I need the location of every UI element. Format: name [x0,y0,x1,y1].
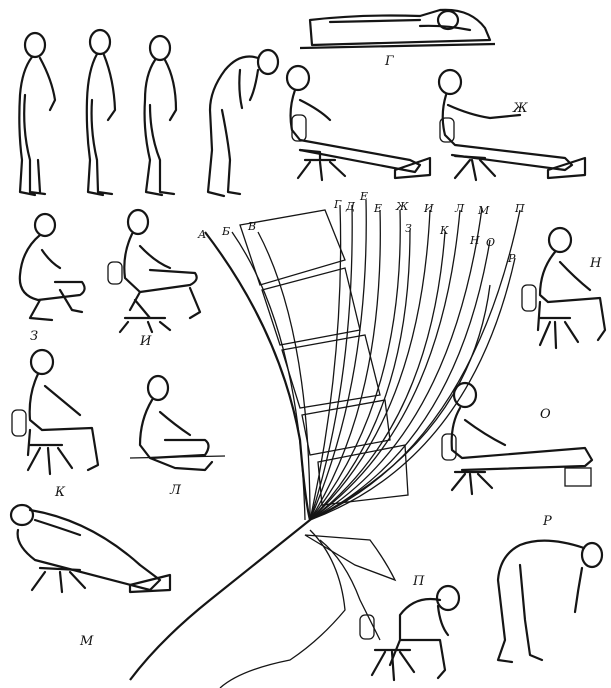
label-k: К [54,485,66,500]
label-i: И [139,334,152,349]
standing-bent-figure [498,541,602,662]
curve-label-d: Д [345,200,356,213]
label-o: О [540,407,551,422]
curve-label-l: Л [454,202,465,215]
lying-figure-g [300,10,495,48]
seated-figure-legs-extended [442,383,592,494]
curve-label-v: В [247,220,256,233]
label-n: Н [589,256,602,271]
label-z: З [30,329,38,344]
seated-figure-upright [522,228,605,348]
curve-label-g: Г [333,198,342,211]
curve-label-n: Н [469,234,480,247]
curve-label-e1: Е [359,190,368,203]
label-p: П [412,574,425,589]
label-m: М [79,634,94,649]
curve-label-i: И [423,202,434,215]
curve-label-k: К [439,224,449,237]
standing-figure-1 [19,33,55,195]
seated-floor-figure [130,376,225,470]
standing-figure-4-bent [208,50,278,196]
curve-label-m: М [477,204,490,217]
squatting-figure [20,214,85,320]
reclined-figure [11,505,170,592]
seated-figure-reclined-1 [287,66,430,180]
seated-figure-kneeling [108,210,200,332]
label-g: Г [384,54,394,69]
standing-figure-3 [145,36,176,195]
curve-label-r: Р [507,252,516,265]
standing-figure-2 [87,30,115,195]
curve-label-b: Б [221,225,230,238]
label-r: Р [542,514,552,529]
curve-label-e2: Е [373,202,382,215]
seated-figure-forward [12,350,98,474]
curve-label-a: А [197,228,206,241]
curve-label-p: П [514,202,525,215]
curve-label-z: З [405,222,412,235]
seated-figure-reclined-2 [439,70,585,180]
seated-figure-bent [360,586,459,680]
curve-label-o: О [486,236,495,249]
label-l: Л [169,483,182,498]
curve-label-zh: Ж [395,200,409,213]
label-zh: Ж [512,101,528,116]
